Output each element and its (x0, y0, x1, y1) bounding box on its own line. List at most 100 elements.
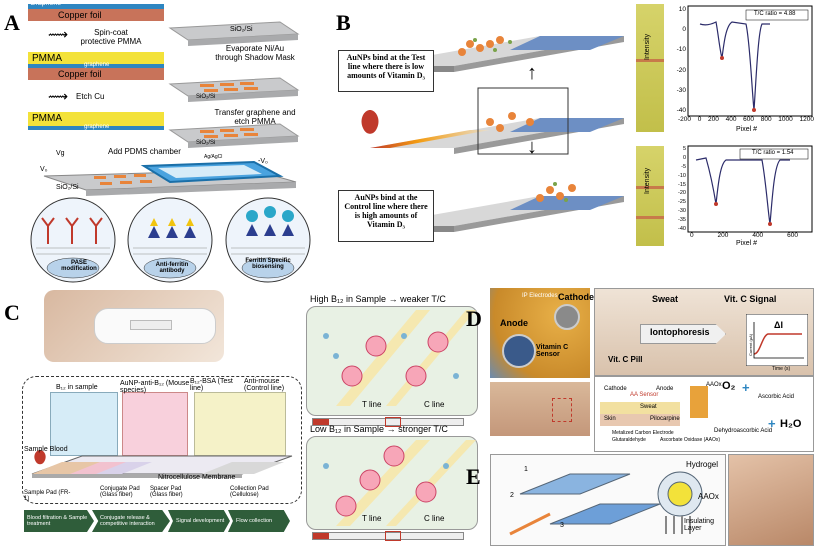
strip-detail-box (22, 376, 302, 504)
sample-blood-label: Sample Blood (24, 446, 68, 453)
ip-electrodes-label: IP Electrodes (522, 293, 558, 299)
o2-label: O₂ (722, 380, 736, 392)
tick: 400 (752, 232, 764, 239)
vminus-label: -V₀ (258, 158, 268, 165)
delta-i-label: ΔI (774, 320, 783, 330)
graphene-bottom-label: graphene (84, 124, 110, 130)
plot1-legend: T/C ratio = 4.88 (754, 11, 796, 17)
step-num-2: 2 (510, 492, 514, 499)
cathode-disc (554, 304, 580, 330)
spin-coat-label: Spin-coat protective PMMA (80, 28, 142, 46)
evaporate-label: Evaporate Ni/Au through Shadow Mask (215, 44, 295, 62)
test-line-box (194, 392, 286, 456)
t-line-label-low: T line (362, 514, 382, 523)
dehydro-label: Dehydroascorbic Acid (714, 428, 773, 434)
tick: 1000 (778, 116, 793, 123)
sample-pad-label: Sample Pad (FR-1) (24, 490, 71, 502)
copper-foil-layer-2 (28, 68, 164, 80)
arm-photo-2-box (552, 398, 572, 422)
strip-photo-2 (636, 146, 664, 246)
copper-foil-label-1: Copper foil (58, 10, 102, 20)
aaox-e-label: AAOx (698, 492, 719, 501)
panel-e-letter: E (466, 464, 481, 489)
current-axis-label: Current (µA) (748, 333, 753, 356)
squiggle-arrow-2: ⟿ (48, 88, 69, 104)
step-num-3: 3 (560, 522, 564, 529)
anode-label: Anode (500, 318, 528, 328)
mini-strip-high (312, 417, 464, 427)
plot1-ylabel: Intensity (644, 33, 651, 60)
tick: 0 (690, 232, 694, 239)
intensity-plot-1 (687, 5, 813, 117)
graphene-bottom-layer (28, 126, 164, 130)
plot2-xlabel: Pixel # (736, 240, 758, 247)
tick: -30 (678, 208, 686, 215)
anti-mouse-label: Anti-mouse (Control line) (244, 378, 285, 392)
text-high-vitd-label: AuNPs bind at the Control line where the… (344, 193, 428, 229)
tick: 0 (697, 116, 702, 123)
etch-cu-label: Etch Cu (76, 92, 105, 101)
step-chip-4-label: Flow collection (236, 518, 273, 524)
t-line-label-high: T line (362, 400, 382, 409)
tick: -10 (676, 46, 686, 54)
tick: 0 (682, 154, 686, 161)
panel-a-letter: A (4, 10, 20, 35)
tick: -5 (681, 163, 686, 170)
pmma-label-1: PMMA (32, 53, 62, 64)
strip-c-diagram (31, 450, 293, 478)
strip-photo-1 (636, 4, 664, 132)
intensity-plot-2 (687, 145, 813, 233)
circles-diagram (30, 197, 311, 283)
step-chip-3: Signal development (168, 510, 230, 532)
high-box-art (323, 310, 476, 406)
vitc-sensor-label: Vitamin C Sensor (536, 344, 569, 358)
tick: -10 (678, 172, 686, 179)
pilocarpine-label: Pilocarpine (650, 416, 680, 422)
panel-d-letter: D (466, 306, 482, 331)
hydrogel-label: Hydrogel (686, 460, 719, 469)
plot2-yticks: 5 0 -5 -10 -15 -20 -25 -30 -35 -40 (670, 146, 686, 232)
step-chip-1: Blood filtration & Sample treatment (24, 510, 94, 532)
aa-sensor-label: AA Sensor (630, 392, 659, 398)
vitc-signal-label: Vit. C Signal (724, 294, 777, 304)
text-low-vitd-label: AuNPs bind at the Test line where there … (346, 53, 426, 80)
step-chip-2-label: Conjugate release & competitive interact… (100, 515, 155, 527)
tick: 0 (682, 26, 686, 34)
panel-c-letter: C (4, 300, 20, 325)
tick: 800 (760, 116, 772, 123)
agcl-label: Ag/AgCl (204, 154, 223, 160)
strip-middle (361, 87, 624, 155)
skin-layer (600, 414, 680, 426)
graphene-top-layer (28, 4, 164, 9)
b12-bsa-label: B₁₂-BSA (Test line) (190, 378, 233, 392)
tick: 400 (725, 116, 737, 123)
sweat-small-label: Sweat (640, 404, 657, 410)
legend1-label: Metalized Carbon Electrode (612, 430, 674, 436)
vplus-label: V₀ (40, 166, 48, 173)
anode-disc (502, 334, 536, 368)
cathode-small-label: Cathode (604, 386, 627, 392)
tick: -40 (676, 106, 686, 114)
sio2-label-c: SiO₂/Si (196, 140, 216, 146)
plot1-yticks: 10 0 -10 -20 -30 -40 (670, 6, 686, 114)
copper-foil-layer-1 (28, 9, 164, 21)
copper-foil-label-2: Copper foil (58, 69, 102, 79)
strip-top (370, 36, 624, 72)
step-chip-4: Flow collection (228, 510, 290, 532)
vitc-pill-label: Vit. C Pill (608, 355, 643, 364)
arrow-up: ↑ (527, 62, 537, 84)
plus-label-2: + (768, 416, 776, 431)
tick: 1200 (799, 116, 814, 123)
transfer-label: Transfer graphene and etch PMMA (214, 108, 296, 126)
vg-label: Vg (56, 150, 65, 157)
pmma-label-2: PMMA (32, 113, 62, 124)
tick: -20 (676, 66, 686, 74)
time-axis-label: Time (s) (772, 366, 791, 372)
sweat-layer (600, 402, 680, 414)
plot2-legend: T/C ratio = 1.54 (752, 150, 794, 156)
tick: 600 (787, 232, 798, 239)
spacer-pad-label: Spacer Pad (Glass fiber) (150, 486, 183, 498)
pmma-layer-2 (28, 112, 164, 126)
sio2-label-d: SiO₂/Si (56, 184, 79, 191)
ascorbic-label: Ascorbic Acid (758, 394, 795, 400)
